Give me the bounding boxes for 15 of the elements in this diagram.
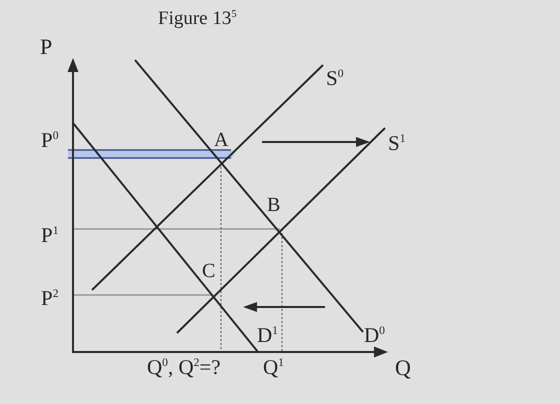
axis-label: P bbox=[40, 36, 52, 58]
curve-label: D$^{1}$ bbox=[257, 325, 278, 346]
price-label: P$^{2}$ bbox=[41, 288, 58, 309]
curve-label: D$^{0}$ bbox=[364, 325, 385, 346]
quantity-label: Q$^{0}$, Q$^{2}$=? bbox=[147, 357, 221, 378]
curve-label: S$^{0}$ bbox=[326, 68, 344, 89]
axis-label: Q bbox=[395, 357, 411, 379]
point-label: A bbox=[214, 130, 228, 150]
curve-label: S$^{1}$ bbox=[388, 133, 406, 154]
point-label: C bbox=[202, 261, 216, 281]
point-label: B bbox=[267, 195, 280, 215]
quantity-label: Q$^{1}$ bbox=[263, 357, 284, 378]
figure-title: Figure 13$^{5}$ bbox=[158, 9, 237, 28]
price-label: P$^{0}$ bbox=[41, 130, 58, 151]
price-label: P$^{1}$ bbox=[41, 225, 58, 246]
